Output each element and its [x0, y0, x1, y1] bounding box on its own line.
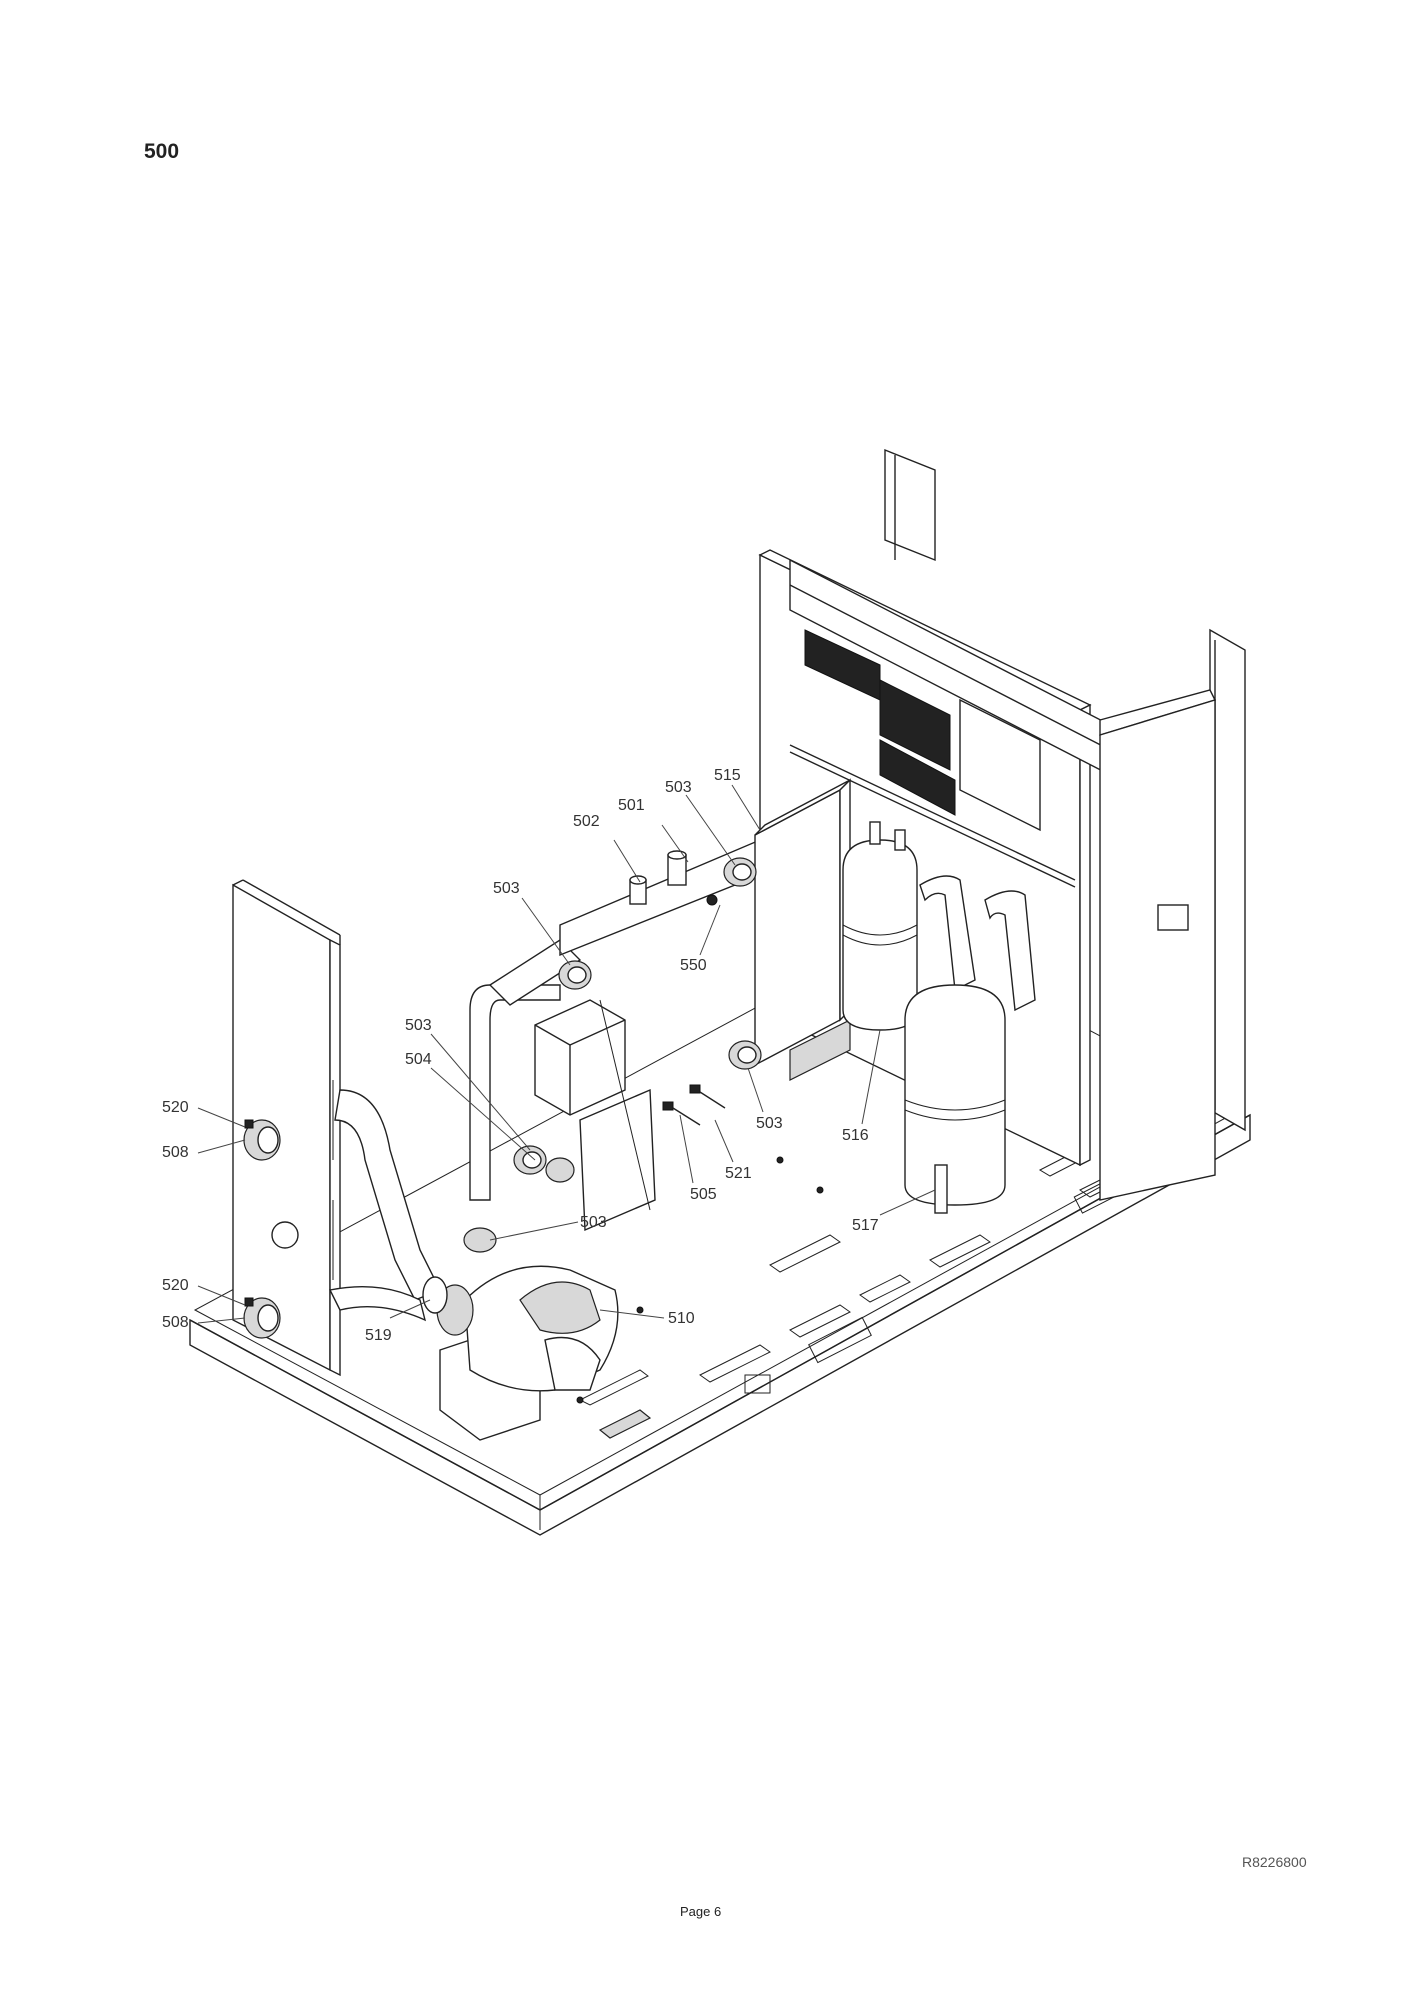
coupling-503-middle [728, 1040, 762, 1070]
left-side-panel [232, 879, 341, 1377]
callout-labels: 501 502 503 515 503 550 503 504 520 508 … [162, 767, 879, 1344]
callout-508: 508 [162, 1314, 189, 1331]
coupling-503-top [723, 857, 757, 887]
coupling-508-lower [243, 1297, 281, 1339]
page-number: Page 6 [680, 1904, 722, 1919]
callout-510: 510 [668, 1310, 695, 1327]
pump-510 [422, 1265, 619, 1441]
callout-517: 517 [852, 1217, 879, 1234]
sensors-505-521 [662, 1084, 726, 1126]
control-box [534, 999, 656, 1232]
coupling-503-lower-left [513, 1145, 575, 1183]
callout-508: 508 [162, 1144, 189, 1161]
tank-517 [904, 984, 1006, 1214]
callout-516: 516 [842, 1127, 869, 1144]
leader-lines [197, 784, 936, 1324]
coupling-508-upper [243, 1119, 281, 1161]
pipework [328, 838, 1036, 1322]
callout-501: 501 [618, 797, 645, 814]
tank-516 [842, 821, 918, 1031]
callout-505: 505 [690, 1186, 717, 1203]
callout-503: 503 [580, 1214, 607, 1231]
callout-515: 515 [714, 767, 741, 784]
callout-503: 503 [493, 880, 520, 897]
drawing-id: R8226800 [1242, 1854, 1307, 1870]
callout-521: 521 [725, 1165, 752, 1182]
callout-503: 503 [665, 779, 692, 796]
section-title: 500 [144, 140, 180, 163]
callout-504: 504 [405, 1051, 432, 1068]
coupling-503-left [558, 960, 592, 990]
callout-503: 503 [405, 1017, 432, 1034]
coupling-503-bottom [463, 1227, 497, 1253]
plate-heat-exchanger-515 [754, 778, 851, 1081]
callout-520: 520 [162, 1277, 189, 1294]
callout-550: 550 [680, 957, 707, 974]
callout-503: 503 [756, 1115, 783, 1132]
callout-519: 519 [365, 1327, 392, 1344]
base-frame [189, 929, 1251, 1536]
callout-502: 502 [573, 813, 600, 830]
callout-520: 520 [162, 1099, 189, 1116]
